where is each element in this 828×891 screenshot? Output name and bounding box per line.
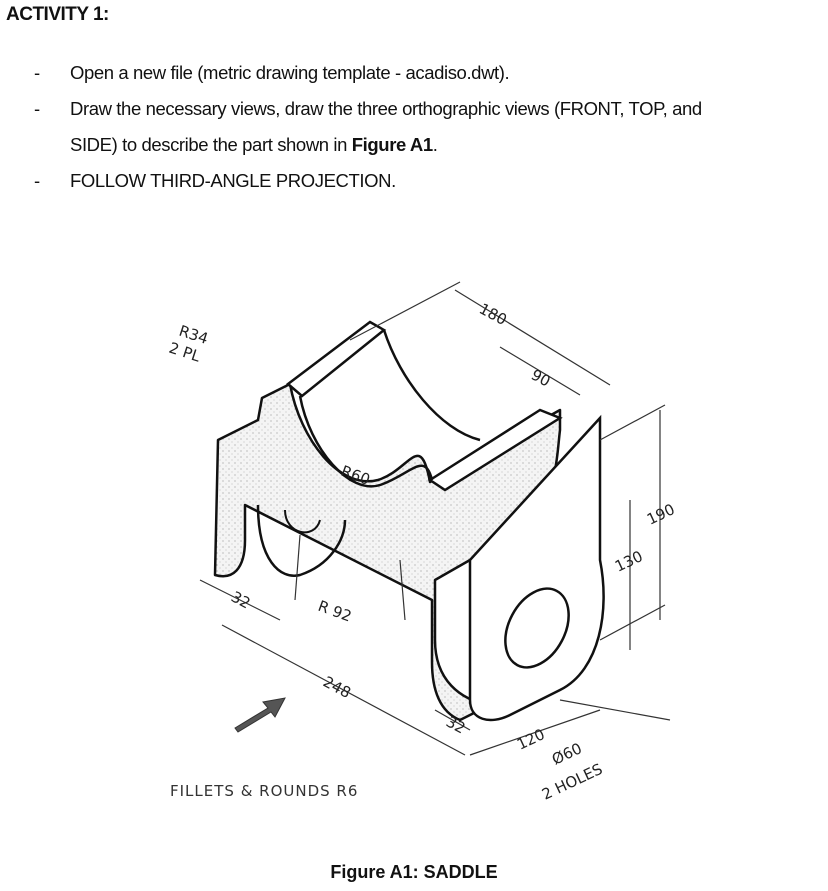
- view-direction-arrow-icon: [234, 697, 286, 733]
- instruction-text: FOLLOW THIRD-ANGLE PROJECTION.: [70, 170, 396, 191]
- dim-hole-diameter: Ø60: [549, 739, 585, 768]
- instruction-text-line2: SIDE) to describe the part shown in: [70, 134, 352, 155]
- dim-r92: R 92: [316, 597, 354, 626]
- dim-190: 190: [644, 500, 678, 528]
- bullet-dash: -: [34, 98, 40, 119]
- dimension-lines: [199, 281, 671, 756]
- dim-248: 248: [320, 673, 354, 702]
- instruction-list: - Open a new file (metric drawing templa…: [32, 55, 828, 199]
- saddle-back-curve: [382, 329, 481, 442]
- hole-right: [504, 587, 570, 669]
- bullet-dash: -: [34, 62, 40, 83]
- figure-reference: Figure A1: [351, 134, 433, 155]
- instruction-item: - FOLLOW THIRD-ANGLE PROJECTION.: [32, 163, 828, 199]
- dim-180: 180: [476, 300, 510, 329]
- saddle-curve: [298, 395, 434, 488]
- instruction-item: - Open a new file (metric drawing templa…: [32, 55, 828, 91]
- dim-90: 90: [528, 366, 553, 391]
- instruction-text-line1: Draw the necessary views, draw the three…: [70, 98, 702, 119]
- dim-32-left: 32: [228, 588, 253, 613]
- instruction-text: Open a new file (metric drawing template…: [70, 62, 510, 83]
- left-end-arc: [256, 504, 347, 577]
- activity-heading: ACTIVITY 1:: [6, 4, 109, 25]
- dim-hole-count: 2 HOLES: [539, 760, 605, 804]
- figure-caption: Figure A1: SADDLE: [330, 862, 498, 882]
- right-upright-top: [427, 408, 563, 492]
- left-upright-top: [286, 320, 387, 398]
- instruction-item: - Draw the necessary views, draw the thr…: [32, 91, 828, 163]
- instruction-text: Draw the necessary views, draw the three…: [70, 91, 828, 163]
- instruction-text-end: .: [432, 134, 438, 155]
- fillets-note: FILLETS & ROUNDS R6: [170, 782, 358, 800]
- dim-130: 130: [612, 547, 646, 575]
- saddle-isometric-drawing: R34 2 PL R60 R 92 180 90 190 130 32 32 2…: [167, 281, 678, 804]
- right-end-face: [468, 414, 605, 722]
- bullet-dash: -: [34, 170, 40, 191]
- hole-left: [284, 509, 321, 534]
